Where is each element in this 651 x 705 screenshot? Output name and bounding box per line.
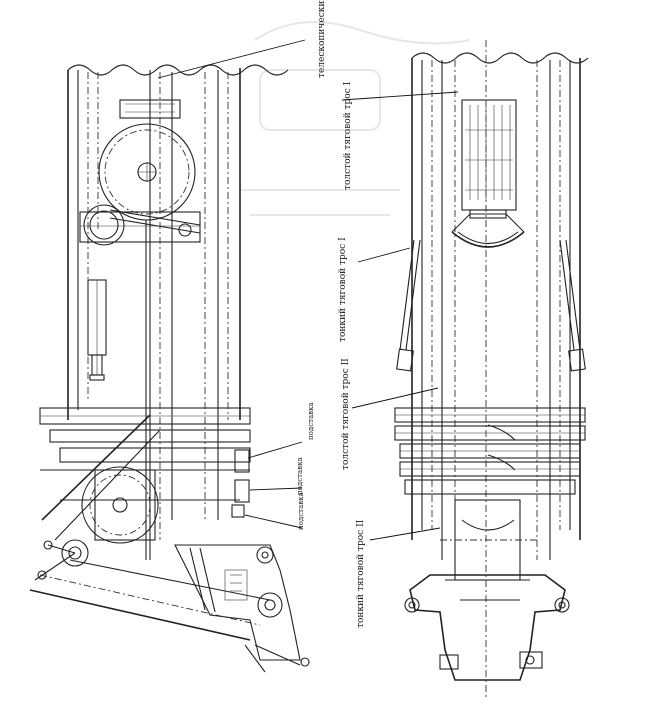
left-boom-view [29,64,310,673]
label-thin-rope-1: тонкий тяговой трос I [338,237,348,342]
label-thick-rope-1: толстой тяговой трос I [343,81,353,190]
leader-lines [157,39,459,541]
right-boom-view [394,40,589,700]
label-thin-rope-2: тонкий тяговой трос II [356,519,366,628]
label-support-3: подставка [297,492,305,530]
label-support-2: подставка [296,457,304,495]
label-telescopic-cylinder: телескопический цилиндр [317,0,327,78]
label-thick-rope-2: толстой тяговой трос II [341,358,351,470]
label-support-1: подставка [307,402,315,440]
labels: телескопический цилиндр толстой тяговой … [296,0,366,628]
watermark [240,21,471,216]
